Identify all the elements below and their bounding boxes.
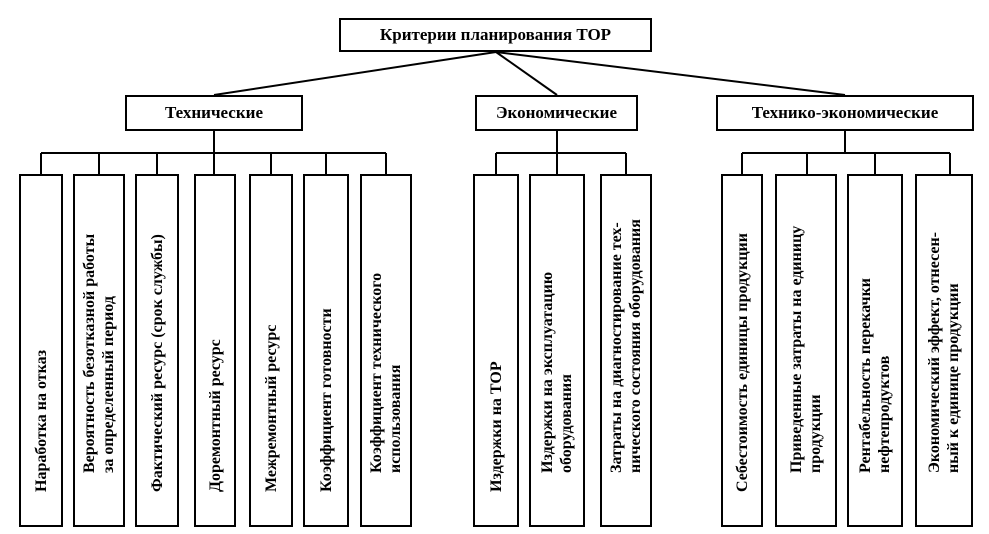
criterion-label-line-1: Затраты на диагностирование тех-	[608, 222, 625, 473]
criterion-technical-3: Фактический ресурс (срок службы)	[135, 174, 179, 527]
criterion-technical-5: Межремонтный ресурс	[249, 174, 293, 527]
criterion-technical-4: Доремонтный ресурс	[194, 174, 236, 527]
criterion-label-line-1: Рентабельность перекачки	[857, 277, 874, 473]
criterion-label-line-2: продукции	[807, 394, 824, 473]
criterion-label-line-1: Приведенные затраты на единицу	[788, 225, 805, 473]
root-box: Критерии планирования ТОР	[339, 18, 652, 52]
root-label: Критерии планирования ТОР	[379, 24, 612, 44]
group-techno-economic: Технико-экономические	[716, 95, 974, 131]
criterion-label: Доремонтный ресурс	[207, 339, 224, 492]
connector-root-to-techno-economic	[495, 51, 846, 96]
criterion-label-line-2: оборудования	[558, 374, 575, 473]
criterion-techno-economic-1: Себестоимость единицы продукции	[721, 174, 763, 527]
criterion-label: Фактический ресурс (срок службы)	[149, 234, 166, 492]
criterion-label-line-1: Вероятность безотказной работы	[81, 233, 98, 473]
criterion-label: Себестоимость единицы продукции	[734, 233, 751, 492]
criterion-label-line-1: Издержки на эксплуатацию	[539, 271, 556, 473]
criterion-techno-economic-2: Приведенные затраты на единицу продукции	[775, 174, 837, 527]
criterion-label-line-2: нического состояния оборудования	[627, 219, 644, 473]
criterion-label-line-1: Экономический эффект, отнесен-	[926, 231, 943, 473]
group-technical-label: Технические	[164, 102, 263, 122]
criterion-label-line-2: ный к единице продукции	[945, 283, 962, 473]
criterion-technical-1: Наработка на отказ	[19, 174, 63, 527]
criterion-label-line-1: Коэффициент технического	[368, 272, 385, 473]
criterion-techno-economic-4: Экономический эффект, отнесен- ный к еди…	[915, 174, 973, 527]
criterion-label: Издержки на ТОР	[488, 361, 505, 492]
criterion-technical-6: Коэффициент готовности	[303, 174, 349, 527]
group-economic-label: Экономические	[496, 102, 617, 122]
criterion-label: Межремонтный ресурс	[263, 324, 280, 492]
criterion-economic-2: Издержки на эксплуатацию оборудования	[529, 174, 585, 527]
criterion-technical-7: Коэффициент технического использования	[360, 174, 412, 527]
criterion-economic-3: Затраты на диагностирование тех- ническо…	[600, 174, 652, 527]
criterion-label-line-2: нефтепродуктов	[876, 355, 893, 473]
criterion-technical-2: Вероятность безотказной работы за опреде…	[73, 174, 125, 527]
connector-root-to-economic	[495, 51, 558, 96]
group-technical: Технические	[125, 95, 303, 131]
criterion-label-line-2: использования	[387, 364, 404, 473]
criterion-label-line-2: за определенный период	[100, 296, 117, 473]
connector-root-to-technical	[213, 51, 497, 96]
group-economic: Экономические	[475, 95, 638, 131]
criterion-techno-economic-3: Рентабельность перекачки нефтепродуктов	[847, 174, 903, 527]
criterion-label: Наработка на отказ	[33, 349, 50, 492]
group-techno-economic-label: Технико-экономические	[751, 102, 939, 122]
criterion-economic-1: Издержки на ТОР	[473, 174, 519, 527]
criterion-label: Коэффициент готовности	[318, 308, 335, 492]
